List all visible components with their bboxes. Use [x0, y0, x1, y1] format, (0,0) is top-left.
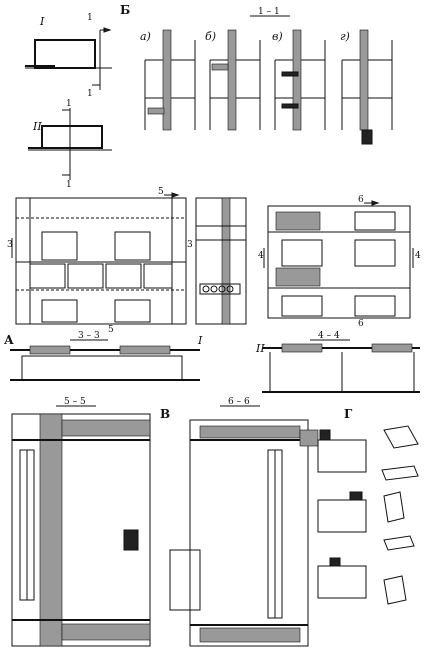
panel-b-label: Б — [120, 3, 130, 17]
key-plan-I: I 1 1 — [25, 13, 112, 99]
section-3-3-label: 3 – 3 — [78, 331, 100, 341]
facade-elevation-left: 5 3 — [7, 187, 187, 325]
section-mark-I: I — [197, 334, 203, 347]
mark-1d: 1 — [66, 180, 72, 190]
mark-1c: 1 — [66, 99, 72, 109]
section-1-1-label: 1 – 1 — [258, 7, 280, 17]
section-5-5: 5 – 5 — [11, 397, 151, 647]
variant-v-detail: в) — [272, 29, 326, 131]
mark-4-right: 4 — [415, 251, 421, 261]
roman-label-1: I — [39, 15, 45, 28]
section-6-6: В 6 – 6 — [160, 397, 319, 647]
section-4-4: II 4 – 4 — [255, 331, 420, 393]
mark-1a: 1 — [87, 13, 93, 23]
mark-6-bot: 6 — [358, 319, 364, 329]
mark-6-top: 6 — [358, 195, 364, 205]
key-plan-II: II 1 1 — [28, 99, 112, 190]
section-6-6-label: 6 – 6 — [228, 397, 250, 407]
roman-label-2: II — [32, 120, 42, 133]
variant-g-label: г) — [340, 30, 350, 43]
mark-3-left: 3 — [7, 240, 13, 250]
mark-3-mid: 3 — [187, 240, 193, 250]
mark-4-left: 4 — [258, 251, 264, 261]
section-4-4-label: 4 – 4 — [318, 331, 340, 341]
panel-v-label: В — [160, 407, 170, 421]
panel-a-label: А — [4, 333, 14, 347]
variant-v-label: в) — [272, 30, 283, 43]
variant-b-label: б) — [205, 30, 216, 43]
variant-a-label: а) — [140, 30, 151, 43]
variant-b-detail: б) — [205, 29, 261, 131]
panel-b-variants: Б 1 – 1 а) б) в) — [120, 3, 393, 145]
panel-g-details: Г — [317, 407, 419, 605]
wall-section-strip: 3 — [187, 197, 247, 325]
mark-5-top: 5 — [158, 187, 164, 197]
section-3-3: А 3 – 3 5 I — [4, 325, 203, 381]
section-5-5-label: 5 – 5 — [64, 397, 86, 407]
variant-a-detail: а) — [140, 29, 196, 131]
mark-1b: 1 — [87, 89, 93, 99]
panel-g-label: Г — [344, 407, 353, 421]
facade-elevation-right: 6 4 4 6 — [258, 195, 421, 329]
variant-g-detail: г) — [340, 29, 393, 145]
section-mark-II: II — [255, 342, 265, 355]
mark-5-bot: 5 — [108, 325, 114, 335]
